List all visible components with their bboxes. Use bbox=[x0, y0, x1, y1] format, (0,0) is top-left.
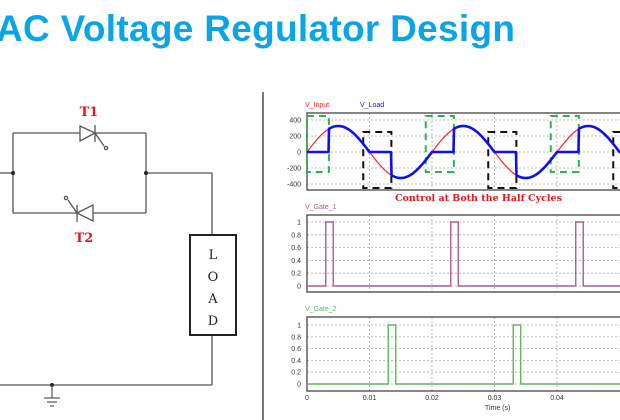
series-v-gate-1-line bbox=[307, 221, 620, 287]
x-tick-label: 0.02 bbox=[425, 395, 439, 402]
ground-icon bbox=[44, 385, 60, 407]
legend-v-gate-1: V_Gate_1 bbox=[305, 204, 337, 211]
junction-dot-right bbox=[144, 171, 148, 175]
legend-v-load: V_Load bbox=[360, 102, 384, 109]
x-axis-label: Time (s) bbox=[485, 405, 510, 412]
load-letter-o: O bbox=[208, 270, 219, 285]
series-v-load-line bbox=[306, 124, 620, 180]
x-tick-label: 0.04 bbox=[550, 395, 564, 402]
thyristor-t2-icon bbox=[63, 195, 94, 223]
page-title: AC Voltage Regulator Design bbox=[0, 8, 516, 49]
x-tick-label: 0 bbox=[305, 395, 309, 402]
highlight-box-black bbox=[362, 131, 393, 189]
y-tick-label: 0.8 bbox=[291, 232, 301, 239]
highlight-box-green bbox=[549, 115, 580, 173]
load-box bbox=[189, 234, 237, 336]
y-tick-label: 0 bbox=[297, 382, 301, 389]
junction-dot-left bbox=[11, 171, 15, 175]
plot-panel-2: 1 0.8 0.6 0.4 0.2 0 V_Gate_1 bbox=[291, 204, 620, 293]
y-tick-label: -400 bbox=[287, 182, 301, 189]
x-tick-label: 0.01 bbox=[363, 395, 377, 402]
y-tick-label: 0.4 bbox=[291, 258, 301, 265]
legend-v-gate-2: V_Gate_2 bbox=[305, 306, 337, 313]
highlight-box-green bbox=[306, 115, 330, 173]
thyristor-t1-icon bbox=[79, 124, 109, 151]
y-tick-label: 0.2 bbox=[291, 370, 301, 377]
y-tick-label: 0.2 bbox=[291, 271, 301, 278]
plot-frame bbox=[306, 316, 620, 392]
plot-panel-3: 1 0.8 0.6 0.4 0.2 0 V_Gate_2 0 0.01 0.02 0.03 0.04T… bbox=[291, 306, 620, 412]
load-letter-a: A bbox=[207, 292, 218, 307]
load-letter-l: L bbox=[209, 248, 218, 263]
y-tick-label: 0.6 bbox=[291, 245, 301, 252]
y-tick-label: 1 bbox=[297, 220, 301, 227]
legend-v-input: V_Input bbox=[305, 102, 329, 109]
y-tick-label: 0 bbox=[297, 284, 301, 291]
y-tick-label: 1 bbox=[297, 323, 301, 330]
t2-label: T2 bbox=[75, 231, 94, 246]
load-letter-d: D bbox=[208, 314, 218, 329]
y-tick-label: 200 bbox=[289, 134, 301, 141]
y-tick-label: 0.8 bbox=[291, 334, 301, 341]
t1-label: T1 bbox=[80, 105, 99, 120]
plot-frame bbox=[306, 214, 620, 293]
circuit-diagram bbox=[0, 132, 213, 386]
y-tick-label: -200 bbox=[287, 166, 301, 173]
highlight-box-black bbox=[612, 131, 620, 189]
x-tick-label: 0.03 bbox=[488, 395, 502, 402]
annotation-text: Control at Both the Half Cycles bbox=[395, 193, 562, 204]
y-tick-label: 400 bbox=[289, 118, 301, 125]
highlight-box-black bbox=[487, 131, 518, 189]
y-tick-label: 0.4 bbox=[291, 358, 301, 365]
highlight-box-green bbox=[424, 115, 455, 173]
series-v-gate-2-line bbox=[307, 324, 620, 385]
y-tick-label: 0.6 bbox=[291, 346, 301, 353]
y-tick-label: 0 bbox=[297, 150, 301, 157]
